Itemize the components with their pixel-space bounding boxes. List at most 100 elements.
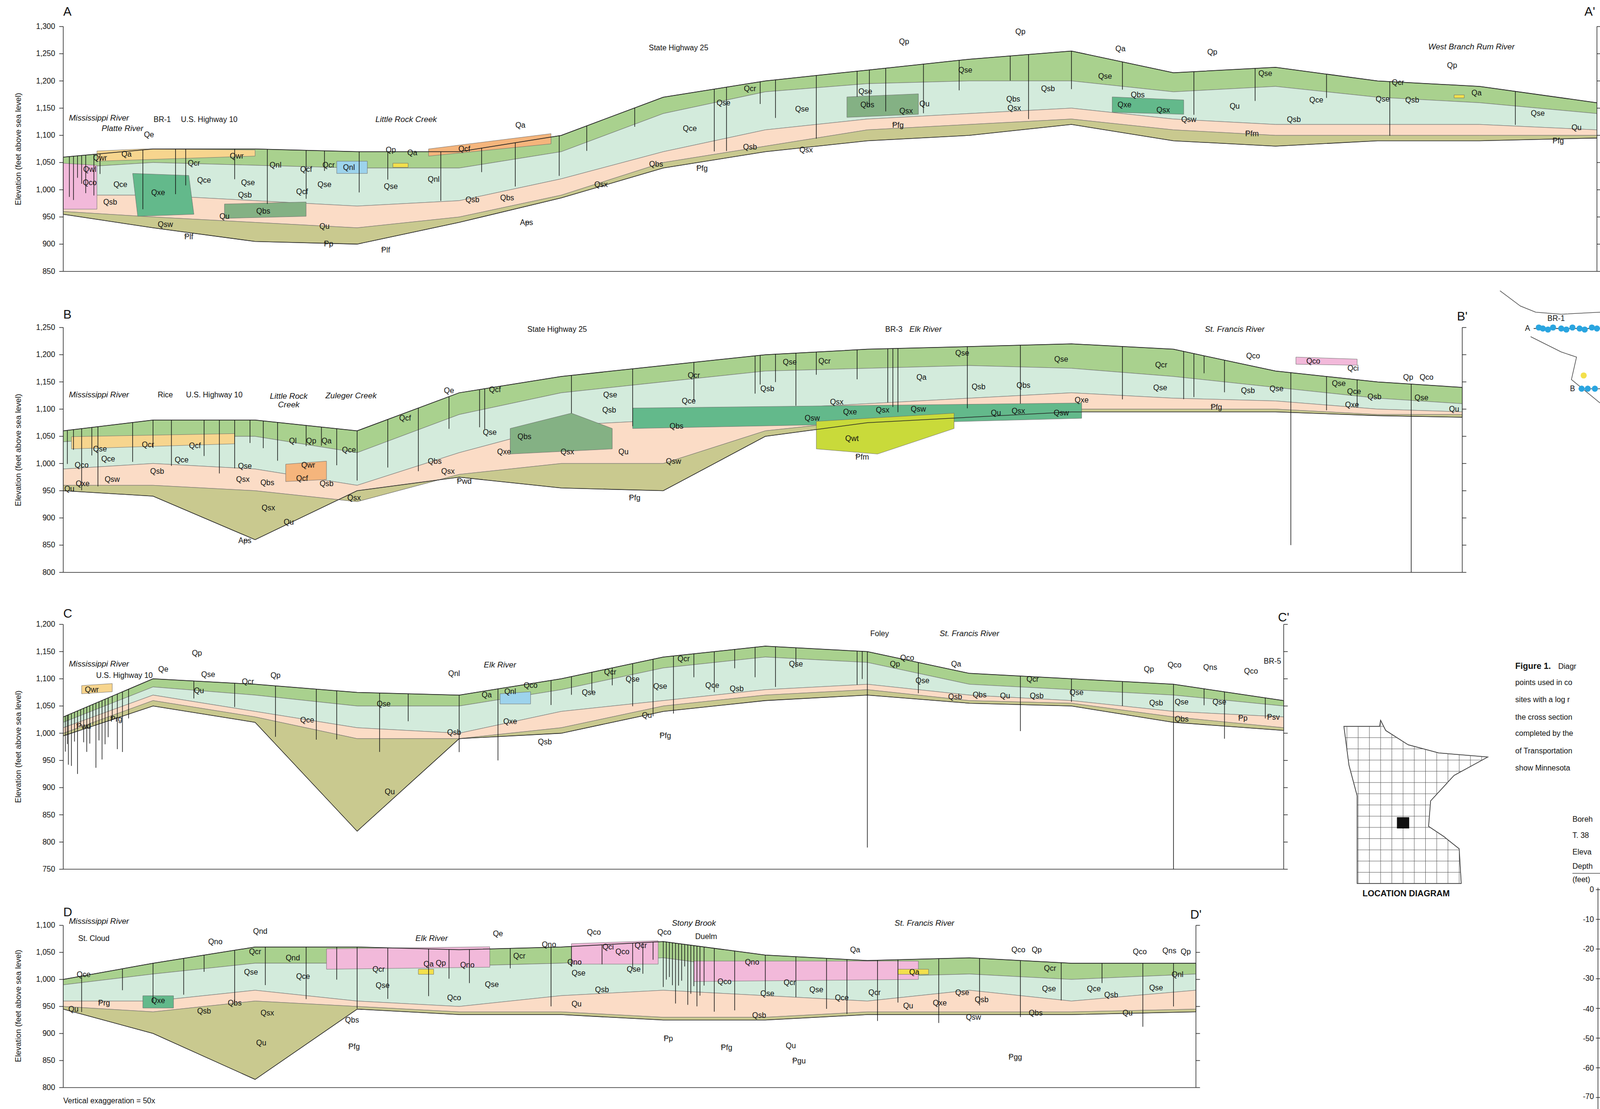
axis-tick (59, 951, 64, 953)
unit-label: BR-3 (884, 325, 903, 334)
borehole-line (264, 947, 266, 986)
county-line (1380, 714, 1381, 888)
log-axis (1597, 887, 1599, 1109)
borehole-line (1122, 61, 1123, 90)
unit-label: Qse (795, 104, 810, 114)
borehole-line (73, 156, 74, 200)
river-label: Platte River (101, 123, 144, 133)
unit-label: Qnl (504, 687, 517, 697)
unit-label: Qno (744, 958, 760, 967)
borehole-line (668, 942, 670, 978)
borehole-line (1193, 353, 1195, 398)
geologic-layer (63, 108, 1597, 228)
borehole-line (185, 149, 187, 186)
geologic-unit-patch (1296, 357, 1358, 366)
unit-label: Qp (1015, 27, 1026, 37)
borehole-line (634, 107, 635, 127)
borehole-line (509, 948, 511, 969)
borehole-line (714, 948, 715, 1012)
unit-label: Qcr (1026, 675, 1039, 685)
unit-label: Qp (191, 649, 202, 658)
river-label: Mississippi River (68, 113, 130, 123)
unit-label: Qbs (1130, 90, 1145, 100)
unit-label: Qp (306, 436, 317, 446)
borehole-line (479, 389, 480, 428)
unit-label: Qp (270, 671, 281, 680)
borehole-line (122, 969, 123, 991)
borehole-line (693, 362, 695, 401)
borehole-line (1173, 963, 1174, 1007)
unit-label: Qse (581, 688, 596, 698)
borehole-line (428, 949, 429, 997)
unit-label: Qci (602, 942, 614, 952)
unit-label: Qu (64, 484, 75, 494)
borehole-line (1173, 684, 1174, 870)
unit-label: U.S. Highway 10 (96, 671, 153, 680)
unit-label: Qxe (497, 447, 511, 457)
borehole-line (74, 712, 75, 742)
river-label: Zuleger Creek (325, 391, 377, 401)
unit-label: Qse (482, 428, 497, 438)
data-point (1576, 325, 1583, 332)
river-label: Elk River (415, 934, 448, 944)
borehole-line (571, 375, 572, 414)
unit-label: Qbs (260, 478, 274, 488)
borehole-line (826, 958, 827, 1009)
axis-title: Elevation (feet above sea level) (13, 690, 23, 804)
data-point (1580, 372, 1587, 379)
bedrock-surface (63, 1009, 1196, 1080)
unit-label: U.S. Highway 10 (180, 115, 238, 124)
axis-tick (1195, 951, 1201, 953)
unit-label: Qsb (1041, 84, 1055, 94)
borehole-line (484, 388, 485, 430)
axis-line (63, 624, 64, 870)
borehole-line (586, 125, 587, 151)
unit-label: Qa (407, 149, 418, 158)
unit-label: Qu (256, 1038, 267, 1048)
axis-number: 850 (42, 1056, 56, 1065)
borehole-line (407, 693, 409, 722)
unit-label: Qcr (634, 941, 648, 951)
axis-tick (59, 53, 64, 55)
unit-label: Qa (950, 659, 961, 669)
borehole-line (754, 647, 756, 678)
unit-label: Qsw (965, 1013, 981, 1022)
borehole-line (1326, 74, 1327, 98)
county-line (1336, 782, 1490, 783)
unit-label: Qse (201, 670, 216, 679)
unit-label: Qu (1571, 123, 1582, 132)
unit-label: Qnd (253, 927, 268, 937)
axis-number: 1,150 (36, 377, 56, 387)
axis-tick (59, 705, 64, 706)
borehole-line (122, 691, 123, 753)
axis-number: -40 (1582, 1005, 1594, 1014)
borehole-line (601, 944, 603, 965)
unit-label: Qa (909, 968, 920, 977)
borehole-line (128, 689, 129, 719)
borehole-line (336, 690, 338, 740)
borehole-line (67, 714, 69, 765)
section-letter: C (63, 606, 73, 621)
unit-label: BR-1 (153, 115, 171, 124)
unit-label: Duelm (695, 932, 717, 942)
unit-label: Qu (68, 1005, 79, 1014)
borehole-line (678, 943, 679, 986)
county-grid (1336, 714, 1490, 888)
unit-label: Qwr (84, 685, 99, 695)
unit-label: Qcf (489, 385, 501, 395)
unit-label: Qco (82, 178, 97, 188)
unit-label: Qe (443, 386, 454, 396)
unit-label: Qce (682, 124, 697, 133)
data-point (1578, 385, 1585, 392)
unit-label: Qp (1143, 665, 1154, 674)
borehole-line (81, 155, 82, 185)
borehole-line (1203, 355, 1205, 374)
borehole-line (81, 976, 82, 1013)
borehole-line (101, 700, 103, 760)
axis-tick (1195, 978, 1201, 980)
borehole-line (77, 155, 78, 178)
unit-label: Qce (300, 716, 314, 725)
axis-title: Elevation (feet above sea level) (13, 393, 23, 507)
unit-label: Qsb (974, 996, 989, 1005)
borehole-line (703, 947, 705, 986)
